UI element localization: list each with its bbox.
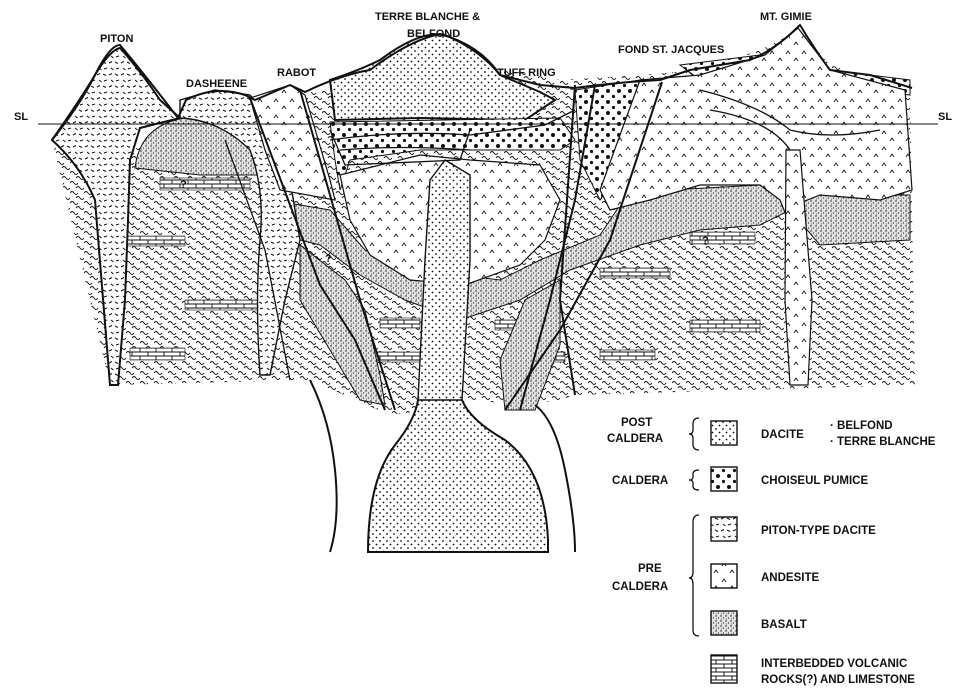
uncertain-contact-mark: ? — [325, 253, 332, 265]
label-tuff-ring: TUFF RING — [497, 67, 556, 79]
label-rabot: RABOT — [277, 67, 316, 79]
legend-swatch-dacite — [711, 421, 737, 445]
legend-post-caldera-line1: POST — [621, 417, 652, 429]
label-mt-gimie: MT. GIMIE — [760, 11, 812, 23]
label-piton: PITON — [100, 33, 133, 45]
legend-note-belfond: · BELFOND — [830, 420, 893, 432]
central-dacite-conduit — [368, 395, 548, 552]
legend-label-basalt: BASALT — [761, 619, 807, 631]
legend-caldera: CALDERA — [612, 475, 668, 487]
legend-label-dacite: DACITE — [761, 429, 804, 441]
label-dasheene: DASHEENE — [186, 78, 247, 90]
legend-label-interbedded-line2: ROCKS(?) AND LIMESTONE — [761, 674, 915, 686]
label-sea-level-right: SL — [938, 111, 952, 123]
legend-label-andesite: ANDESITE — [761, 572, 819, 584]
label-sea-level-left: SL — [14, 111, 28, 123]
legend-label-interbedded-line1: INTERBEDDED VOLCANIC — [761, 658, 907, 670]
legend: POST CALDERA CALDERA PRE CALDERA DACITE … — [607, 417, 936, 686]
legend-post-caldera-line2: CALDERA — [607, 433, 663, 445]
pre-caldera-brace — [689, 515, 699, 636]
legend-swatch-basalt — [711, 611, 737, 635]
legend-pre-caldera-line1: PRE — [638, 563, 662, 575]
legend-swatch-andesite — [711, 564, 737, 588]
label-terre-blanche-line2: BELFOND — [407, 28, 460, 40]
legend-swatch-interbedded — [711, 655, 737, 683]
legend-swatch-choiseul-pumice — [711, 467, 737, 491]
caldera-brace — [689, 470, 699, 490]
label-fond-st-jacques: FOND ST. JACQUES — [618, 44, 724, 56]
legend-swatch-piton-type-dacite — [711, 517, 737, 541]
legend-label-choiseul-pumice: CHOISEUL PUMICE — [761, 475, 868, 487]
post-caldera-brace — [689, 418, 699, 450]
legend-note-terre-blanche: · TERRE BLANCHE — [830, 436, 936, 448]
label-terre-blanche-line1: TERRE BLANCHE & — [375, 11, 480, 23]
legend-label-piton-type-dacite: PITON-TYPE DACITE — [761, 525, 876, 537]
uncertain-contact-mark: ? — [180, 179, 187, 191]
legend-pre-caldera-line2: CALDERA — [612, 581, 668, 593]
uncertain-contact-mark: ? — [702, 235, 709, 247]
left-conduit-wall — [310, 380, 337, 552]
